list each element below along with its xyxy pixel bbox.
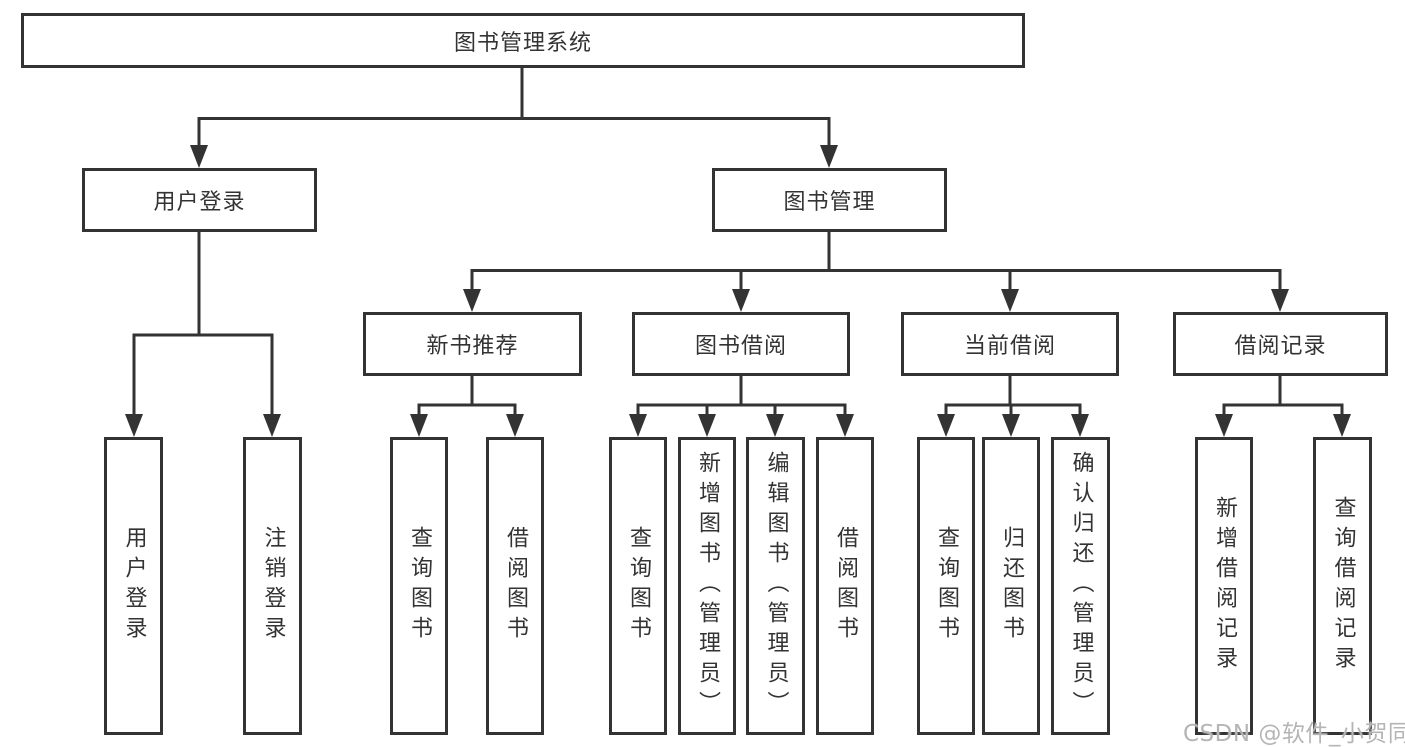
leaf-label: 确认归还（管理员） (1068, 451, 1094, 721)
node-book-management-system: 图书管理系统 (21, 13, 1025, 68)
leaf-label: 归还图书 (999, 526, 1024, 646)
leaf-confirm-return-admin: 确认归还（管理员） (1051, 437, 1110, 735)
arrowhead (1333, 414, 1351, 437)
arrowhead (1002, 414, 1020, 437)
leaf-label: 注销登录 (260, 526, 286, 646)
leaf-logout: 注销登录 (243, 437, 302, 735)
node-label: 图书管理 (783, 190, 876, 215)
arrowhead (1215, 414, 1233, 437)
node-label: 新书推荐 (426, 334, 519, 359)
arrowhead (410, 414, 428, 437)
node-label: 当前借阅 (963, 334, 1056, 359)
node-label: 借阅记录 (1234, 334, 1327, 359)
arrowhead (629, 414, 647, 437)
leaf-user-login: 用户登录 (104, 437, 163, 735)
node-book-management: 图书管理 (712, 168, 947, 232)
arrowhead (1001, 289, 1019, 312)
arrowhead (190, 145, 208, 168)
leaf-edit-books-admin: 编辑图书（管理员） (746, 437, 805, 735)
arrowhead (125, 414, 143, 437)
leaf-label: 用户登录 (121, 526, 147, 646)
leaf-label: 新增图书（管理员） (695, 451, 720, 721)
csdn-watermark: CSDN @软件_小贺同学 (1183, 721, 1405, 747)
arrowhead (732, 289, 750, 312)
leaf-add-books-admin: 新增图书（管理员） (678, 437, 736, 735)
leaf-label: 借阅图书 (833, 526, 858, 646)
leaf-borrow-books-recommend: 借阅图书 (486, 437, 544, 735)
node-book-borrowing: 图书借阅 (632, 312, 850, 376)
arrowhead (1271, 289, 1289, 312)
arrowhead (766, 414, 784, 437)
leaf-query-borrow-record: 查询借阅记录 (1313, 437, 1372, 735)
connector-path (132, 68, 1344, 417)
leaf-query-books-recommend: 查询图书 (390, 437, 448, 735)
node-label: 图书借阅 (694, 334, 787, 359)
leaf-return-books: 归还图书 (982, 437, 1040, 735)
leaf-label: 查询图书 (407, 526, 432, 646)
arrowhead (820, 145, 838, 168)
leaf-borrow-books-borrowing: 借阅图书 (816, 437, 874, 735)
node-new-book-recommend: 新书推荐 (363, 312, 582, 376)
leaf-query-books-current: 查询图书 (917, 437, 975, 735)
arrowhead (1071, 414, 1089, 437)
node-borrowing-records: 借阅记录 (1173, 312, 1388, 376)
leaf-label: 查询图书 (626, 526, 651, 646)
arrowhead (463, 289, 481, 312)
leaf-label: 编辑图书（管理员） (763, 451, 789, 721)
leaf-label: 借阅图书 (503, 526, 528, 646)
node-label: 图书管理系统 (453, 30, 592, 56)
arrowhead (937, 414, 955, 437)
leaf-label: 新增借阅记录 (1212, 496, 1237, 676)
leaf-query-books-borrowing: 查询图书 (609, 437, 667, 735)
arrowhead (506, 414, 524, 437)
arrowhead (263, 414, 281, 437)
arrowhead (836, 414, 854, 437)
node-current-borrowing: 当前借阅 (901, 312, 1119, 376)
leaf-label: 查询借阅记录 (1330, 496, 1356, 676)
node-label: 用户登录 (153, 190, 246, 215)
leaf-add-borrow-record: 新增借阅记录 (1195, 437, 1253, 735)
node-user-login: 用户登录 (82, 168, 317, 232)
arrowhead (698, 414, 716, 437)
leaf-label: 查询图书 (934, 526, 959, 646)
